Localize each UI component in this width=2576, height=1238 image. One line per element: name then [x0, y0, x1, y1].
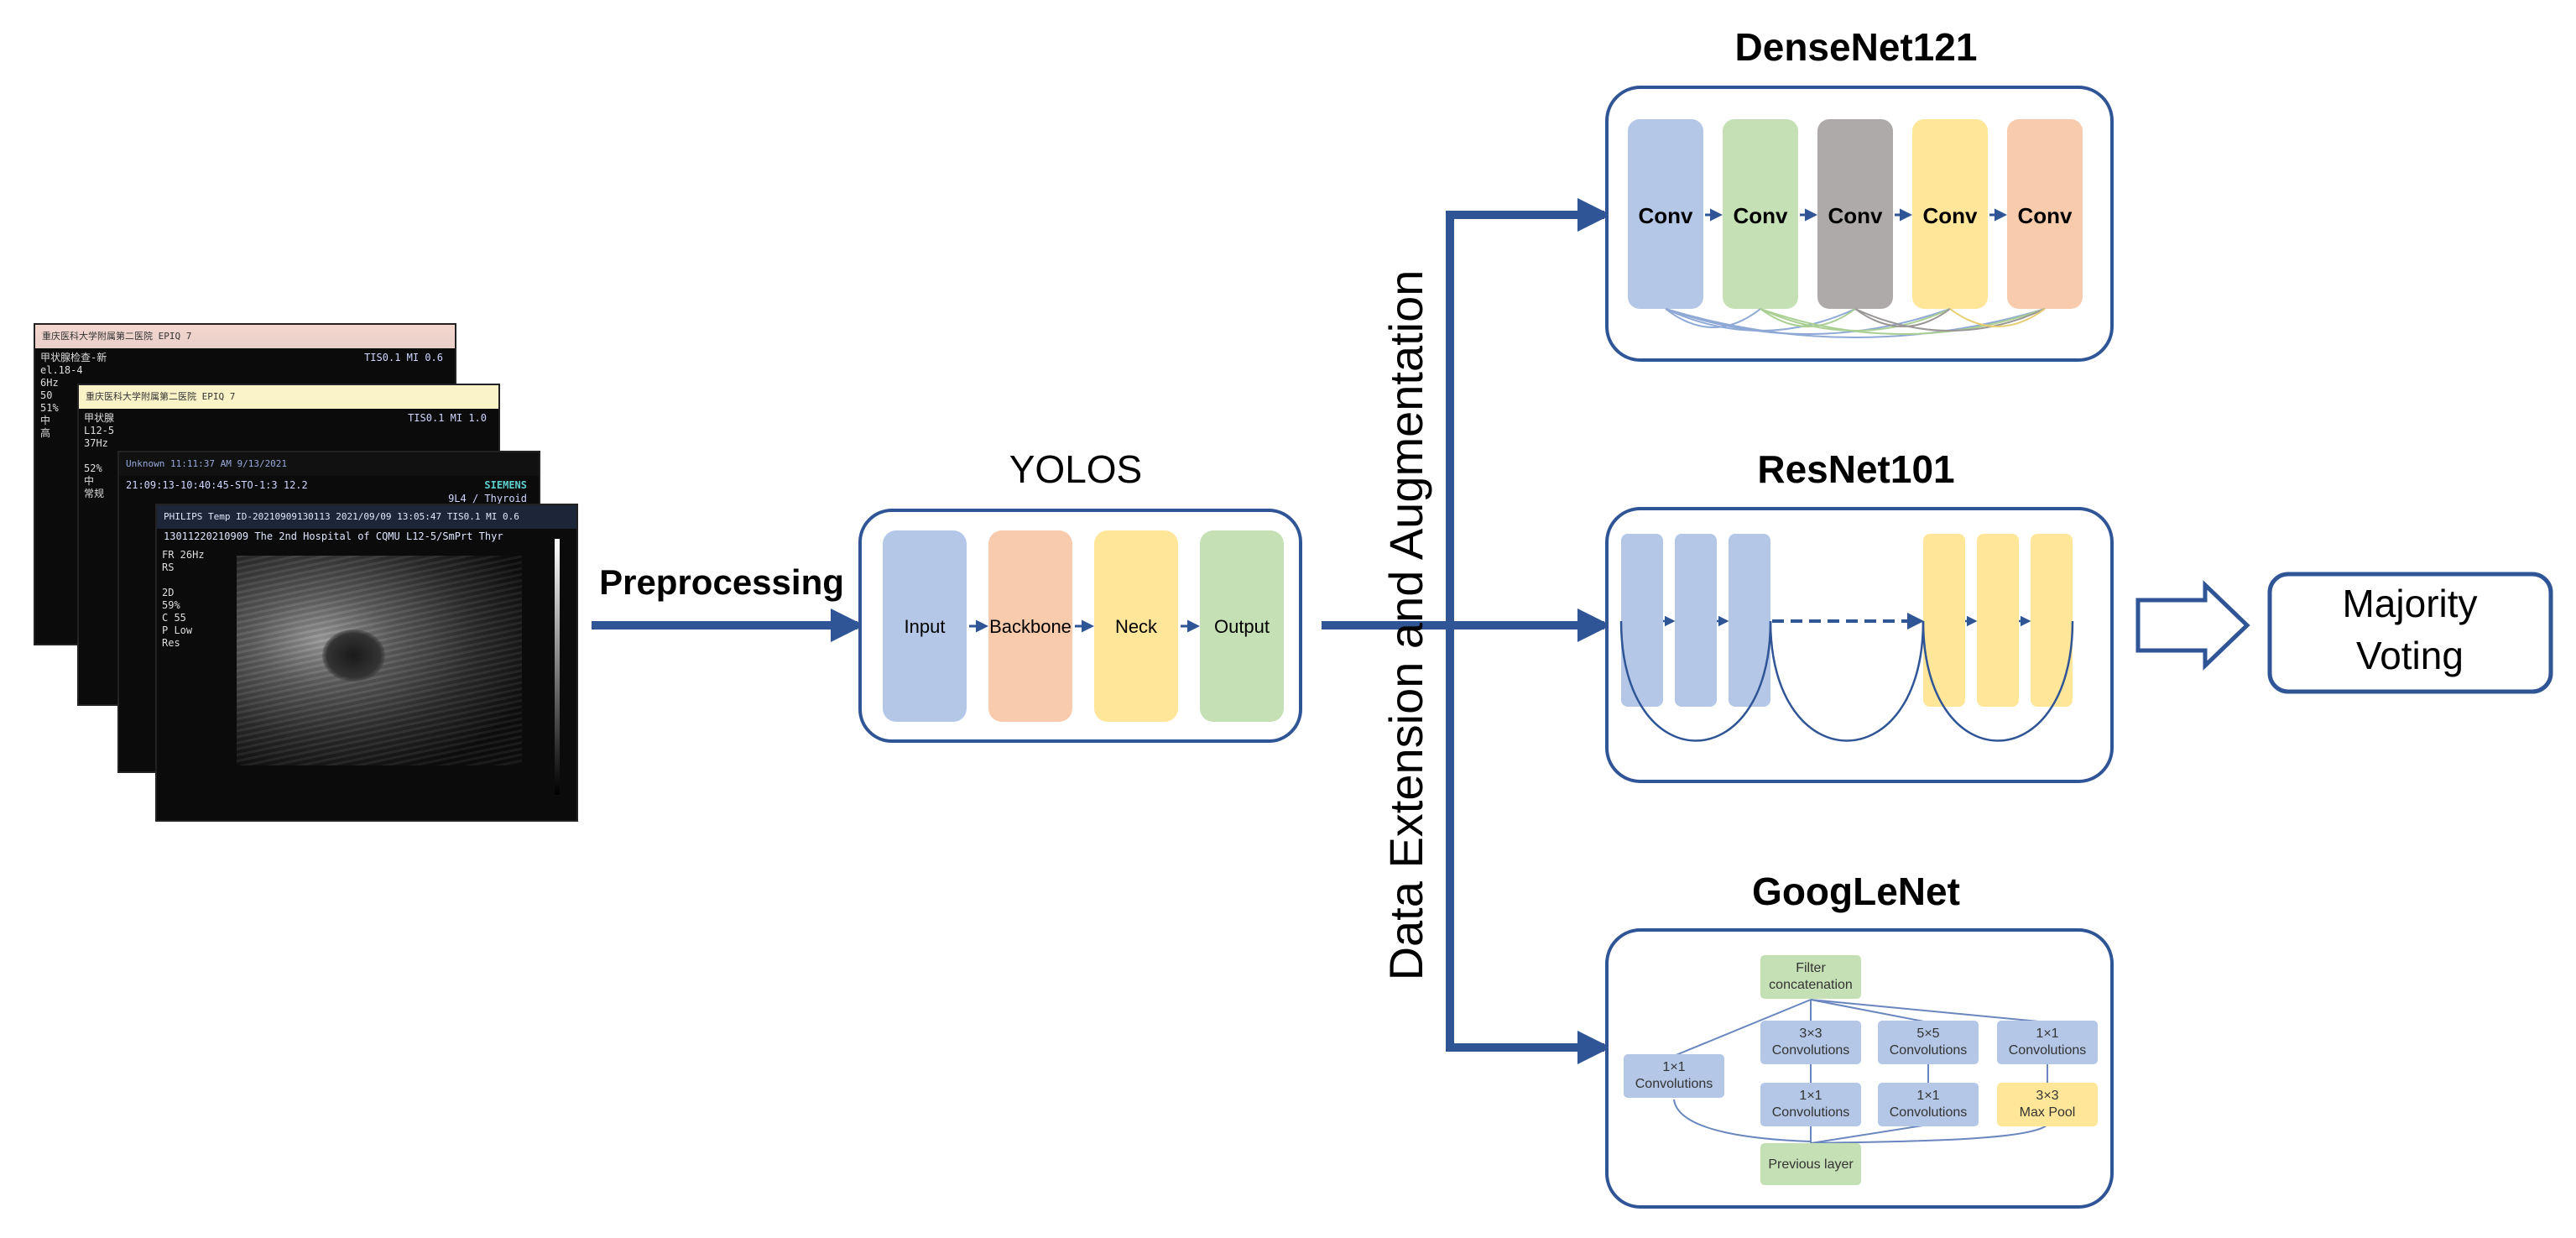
scan-readout: TIS0.1 MI 0.6: [364, 352, 443, 363]
resnet-skip-connections: [1619, 620, 2074, 742]
scan-info: FR 26Hz RS 2D 59% C 55 P Low Res: [162, 549, 205, 649]
preprocessing-label: Preprocessing: [599, 562, 844, 602]
googlenet-conv1-mid2: [1878, 1083, 1979, 1126]
scan-brand: SIEMENS: [484, 479, 527, 491]
googlenet-conv1-top: [1997, 1021, 2098, 1064]
scan-header: 重庆医科大学附属第二医院 EPIQ 7: [35, 325, 455, 348]
densenet-conv-block-3: [1817, 119, 1893, 309]
googlenet-previous-layer-label: Previous layer: [1768, 1157, 1854, 1172]
googlenet-conv1-left: [1624, 1054, 1724, 1098]
densenet-conv-block-5: [2007, 119, 2083, 309]
ultrasound-scan: [237, 556, 522, 765]
resnet-block-5: [1977, 534, 2019, 707]
majority-voting-box: [2267, 572, 2553, 694]
densenet-conv-label-4: Conv: [1923, 203, 1979, 228]
densenet-title: DenseNet121: [1735, 25, 1978, 69]
yolos-input-label: Input: [905, 616, 946, 637]
googlenet-conv1-mid1: [1760, 1083, 1861, 1126]
resnet-block-6: [2031, 534, 2073, 707]
ultrasound-image-stack: 重庆医科大学附属第二医院 EPIQ 7 甲状腺检查-新 el.18-4 6Hz …: [34, 323, 621, 844]
yolos-backbone-block: [988, 530, 1072, 722]
yolos-neck-label: Neck: [1115, 616, 1158, 637]
yolos-title: YOLOS: [1009, 447, 1143, 491]
densenet-conv-label-3: Conv: [1828, 203, 1884, 228]
googlenet-previous-layer: [1760, 1143, 1861, 1185]
scan-info: 甲状腺 L12-5 37Hz 52% 中 常规: [84, 412, 115, 499]
resnet-block-4: [1923, 534, 1965, 707]
scan-probe: 9L4 / Thyroid: [448, 493, 527, 504]
yolos-input-block: [883, 530, 967, 722]
googlenet-conv3: [1760, 1021, 1861, 1064]
resnet-block-2: [1675, 534, 1717, 707]
densenet-conv-block-2: [1723, 119, 1798, 309]
googlenet-connections: [1673, 999, 2048, 1144]
yolos-backbone-label: Backbone: [989, 616, 1072, 637]
resnet-block-1: [1621, 534, 1663, 707]
gray-scale-bar: [555, 539, 560, 795]
densenet-conv-label-2: Conv: [1734, 203, 1789, 228]
googlenet-title: GoogLeNet: [1752, 870, 1960, 913]
googlenet-conv5: [1878, 1021, 1979, 1064]
resnet-block-3: [1729, 534, 1770, 707]
densenet-conv-label-1: Conv: [1639, 203, 1694, 228]
augmentation-label: Data Extension and Augmentation: [1379, 270, 1432, 981]
scan-header: PHILIPS Temp ID-20210909130113 2021/09/0…: [157, 505, 576, 529]
ultrasound-image-front: PHILIPS Temp ID-20210909130113 2021/09/0…: [155, 504, 578, 822]
yolos-output-label: Output: [1214, 616, 1270, 637]
densenet-dense-connections: [1665, 308, 2046, 338]
densenet-conv-label-5: Conv: [2018, 203, 2073, 228]
densenet-conv-block-1: [1628, 119, 1703, 309]
scan-header: Unknown 11:11:37 AM 9/13/2021: [119, 452, 539, 476]
densenet-conv-block-4: [1912, 119, 1988, 309]
scan-subheader: 13011220210909 The 2nd Hospital of CQMU …: [164, 530, 503, 542]
yolos-neck-block: [1094, 530, 1178, 722]
googlenet-filter-concat: [1760, 955, 1861, 999]
yolos-output-block: [1200, 530, 1284, 722]
majority-arrow: [2135, 580, 2250, 671]
scan-subheader: 21:09:13-10:40:45-STO-1:3 12.2: [126, 479, 308, 491]
scan-readout: TIS0.1 MI 1.0: [408, 412, 487, 424]
googlenet-maxpool: [1997, 1083, 2098, 1126]
resnet-title: ResNet101: [1757, 447, 1954, 491]
scan-header: 重庆医科大学附属第二医院 EPIQ 7: [79, 385, 498, 409]
scan-info: 甲状腺检查-新 el.18-4 6Hz 50 51% 中 高: [40, 352, 107, 439]
